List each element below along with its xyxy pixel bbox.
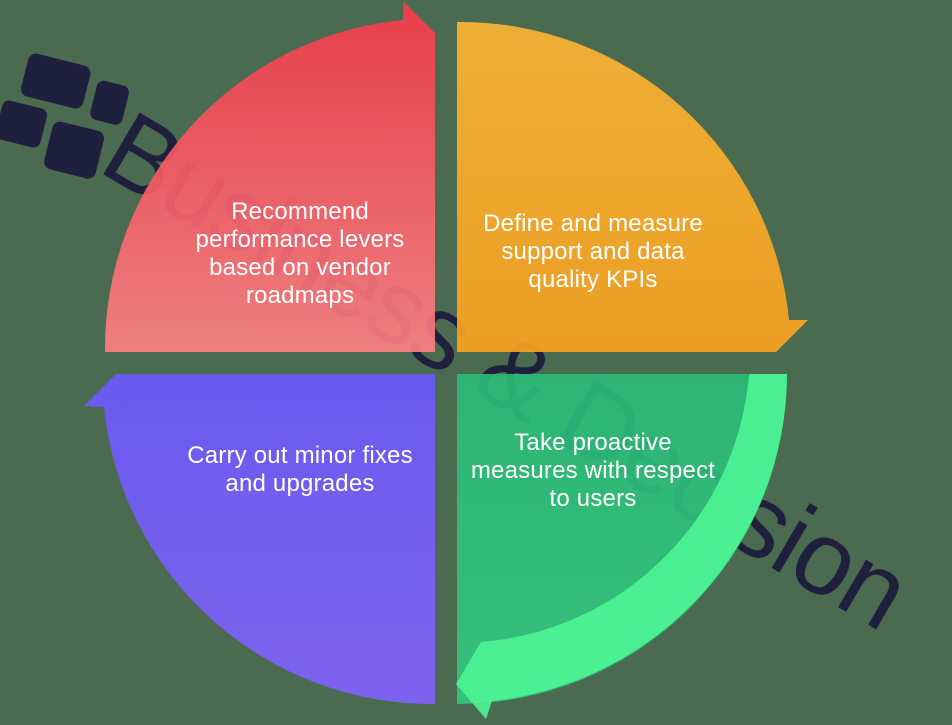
label-line: Recommend [231,198,369,225]
label-line: and upgrades [225,470,375,497]
quadrant-label-proactive-measures: Take proactive measures with respect to … [471,429,715,513]
quadrant-label-recommend: Recommend performance levers based on ve… [195,198,404,310]
label-line: Carry out minor fixes [187,442,413,469]
logo-square-bottom-right [44,121,105,179]
label-line: measures with respect [470,457,716,484]
label-line: based on vendor [209,254,391,281]
label-line: Define and measure [483,210,703,237]
green-arrow-band [456,374,787,719]
logo-square-bottom-left [0,100,47,148]
quadrant-label-minor-fixes: Carry out minor fixes and upgrades [187,442,413,498]
label-line: to users [549,485,637,512]
quadrant-label-define-measure: Define and measure support and data qual… [483,210,703,294]
quadrant-shapes [84,1,808,719]
brand-logo-icon [0,53,129,179]
quadrant-red-shape [104,1,436,352]
quadrant-green-shape [457,374,787,704]
label-line: performance levers [195,226,405,253]
label-line: roadmaps [245,282,355,309]
label-line: support and data [501,238,685,265]
logo-square-top-left [21,53,91,109]
quadrant-orange-shape [457,21,808,353]
quadrant-purple-shape [84,374,435,705]
label-line: Take proactive [514,429,672,456]
logo-square-top-right [90,80,129,125]
label-line: quality KPIs [528,266,658,293]
